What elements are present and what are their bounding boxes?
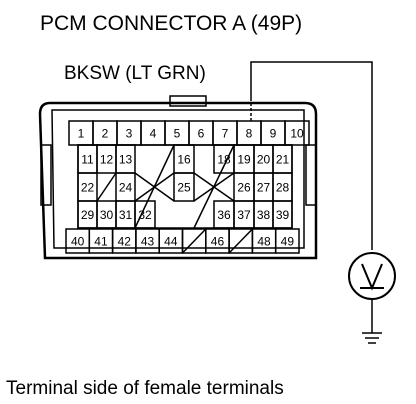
terminal-label: 41 [94,235,108,249]
terminal-label: 36 [217,208,231,222]
wire-label: BKSW (LT GRN) [64,63,206,84]
terminal-label: 12 [100,153,114,167]
terminal-label: 29 [81,208,95,222]
terminal-label: 40 [71,235,85,249]
terminal-label: 21 [276,153,290,167]
caption-text: Terminal side of female terminals [6,378,284,399]
voltmeter-icon [348,252,396,300]
terminal-label: 19 [237,153,251,167]
blank-slash [228,228,253,254]
blank-cross [134,172,175,202]
terminal-label: 48 [257,235,271,249]
terminal-label: 1 [78,127,85,141]
side-key-right [305,144,317,206]
terminal-25 [173,172,195,202]
terminal-label: 16 [177,153,191,167]
terminal-label: 38 [257,208,271,222]
probe-wire [250,61,373,250]
terminal-label: 26 [237,181,251,195]
terminal-label: 7 [222,127,229,141]
terminal-label: 9 [270,127,277,141]
terminal-label: 8 [246,127,253,141]
terminal-label: 24 [119,181,133,195]
terminal-label: 13 [119,153,133,167]
blank-slash [96,172,117,202]
terminal-label: 5 [174,127,181,141]
blank-cross [193,172,235,202]
terminal-label: 39 [276,208,290,222]
terminal-label: 4 [150,127,157,141]
connector-latch [169,95,207,107]
diagram-title: PCM CONNECTOR A (49P) [40,12,302,35]
terminal-label: 22 [81,181,95,195]
connector-housing [38,95,318,260]
terminal-label: 32 [138,208,152,222]
terminal-label: 18 [217,153,231,167]
terminal-label: 37 [237,208,251,222]
ground-icon [362,332,382,344]
terminal-label: 2 [102,127,109,141]
terminal-label: 46 [211,235,225,249]
terminal-label: 43 [141,235,155,249]
terminal-label: 49 [281,235,295,249]
terminal-label: 44 [164,235,178,249]
terminal-label: 3 [126,127,133,141]
blank-slash [181,228,207,254]
terminal-label: 31 [119,208,133,222]
terminal-label: 11 [81,153,94,167]
terminal-label: 42 [118,235,132,249]
terminal-label: 10 [290,127,304,141]
terminal-label: 20 [257,153,271,167]
terminal-label: 25 [177,181,191,195]
side-key-left [40,144,52,206]
terminal-49 [274,228,300,254]
terminal-label: 30 [100,208,114,222]
inner-block-outline [77,144,293,229]
terminal-label: 6 [198,127,205,141]
terminal-10 [284,120,310,146]
terminal-label: 27 [257,181,271,195]
terminal-label: 28 [276,181,290,195]
